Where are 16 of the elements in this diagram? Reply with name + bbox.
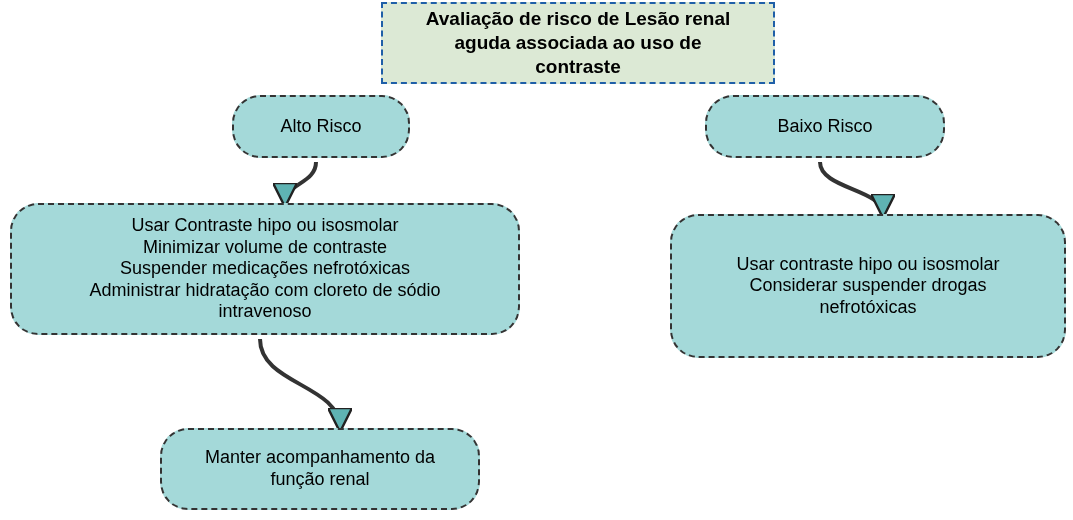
node-text: Administrar hidratação com cloreto de sódio intravenoso [88,279,442,323]
process-cloud [670,214,1066,358]
node-text: Alto Risco [280,115,362,138]
node-text: Baixo Risco [777,115,873,138]
process-cloud [10,203,520,335]
node-text: Manter acompanhamento da função renal [203,447,437,491]
node-text: Usar Contraste hipo ou isosmolar [131,215,399,237]
process-cloud [160,428,480,510]
node-text: Usar contraste hipo ou isosmolar [736,253,1000,276]
node-text: Suspender medicações nefrotóxicas [119,258,411,280]
process-cloud [232,95,410,158]
process-cloud [705,95,945,158]
title-box [381,2,775,84]
node-text: Minimizar volume de contraste [142,236,388,259]
title-text: Avaliação de risco de Lesão renal aguda associada ao uso de contraste [424,7,732,79]
node-text: Considerar suspender drogas nefrotóxicas [748,275,988,319]
